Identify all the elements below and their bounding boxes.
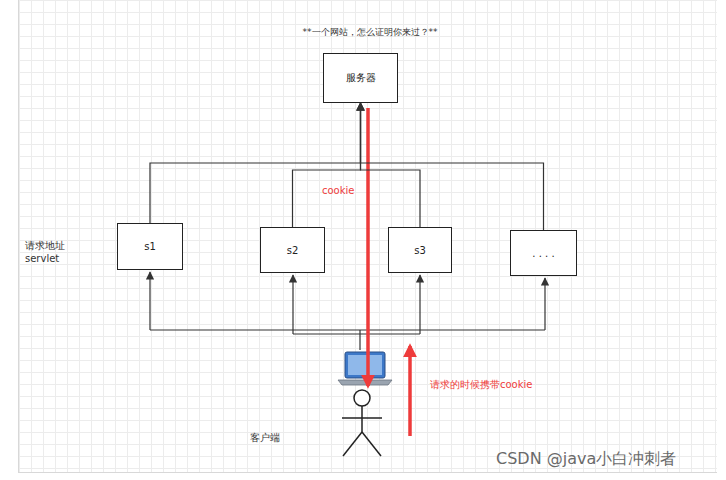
title: **一个网站，怎么证明你来过？**: [0, 27, 726, 39]
wire: [150, 329, 545, 330]
connector: [150, 103, 361, 223]
red-down-arrow: [366, 108, 370, 386]
red-up-arrow: [408, 346, 412, 436]
watermark: CSDN @java小白冲刺者: [496, 449, 718, 470]
servlet-box: . . . .: [510, 230, 577, 276]
client-label: 客户端: [250, 431, 300, 444]
connector: [361, 103, 544, 230]
wire: [544, 278, 545, 330]
box-text: 服务器: [346, 71, 376, 85]
client-wires: [150, 272, 545, 350]
cookie-label: cookie: [322, 184, 382, 197]
connector: [293, 103, 361, 227]
laptop-icon: [338, 352, 392, 385]
stick-figure: [342, 390, 382, 456]
wire: [419, 275, 420, 334]
wire: [293, 333, 420, 334]
connector: [361, 103, 421, 227]
servlet-box: s1: [117, 223, 183, 270]
box-text: s2: [287, 245, 299, 256]
side-label: 请求地址 servlet: [25, 239, 73, 265]
box-text: s3: [414, 245, 426, 256]
servlet-box: s2: [260, 227, 325, 273]
wire: [149, 272, 150, 330]
wire: [292, 275, 293, 334]
cookie-note: 请求的时候携带cookie: [430, 378, 570, 391]
servlet-box: s3: [388, 227, 452, 273]
box-text: s1: [144, 241, 156, 252]
server-box: 服务器: [323, 53, 398, 103]
box-text: . . . .: [532, 248, 554, 259]
wire: [359, 330, 360, 350]
